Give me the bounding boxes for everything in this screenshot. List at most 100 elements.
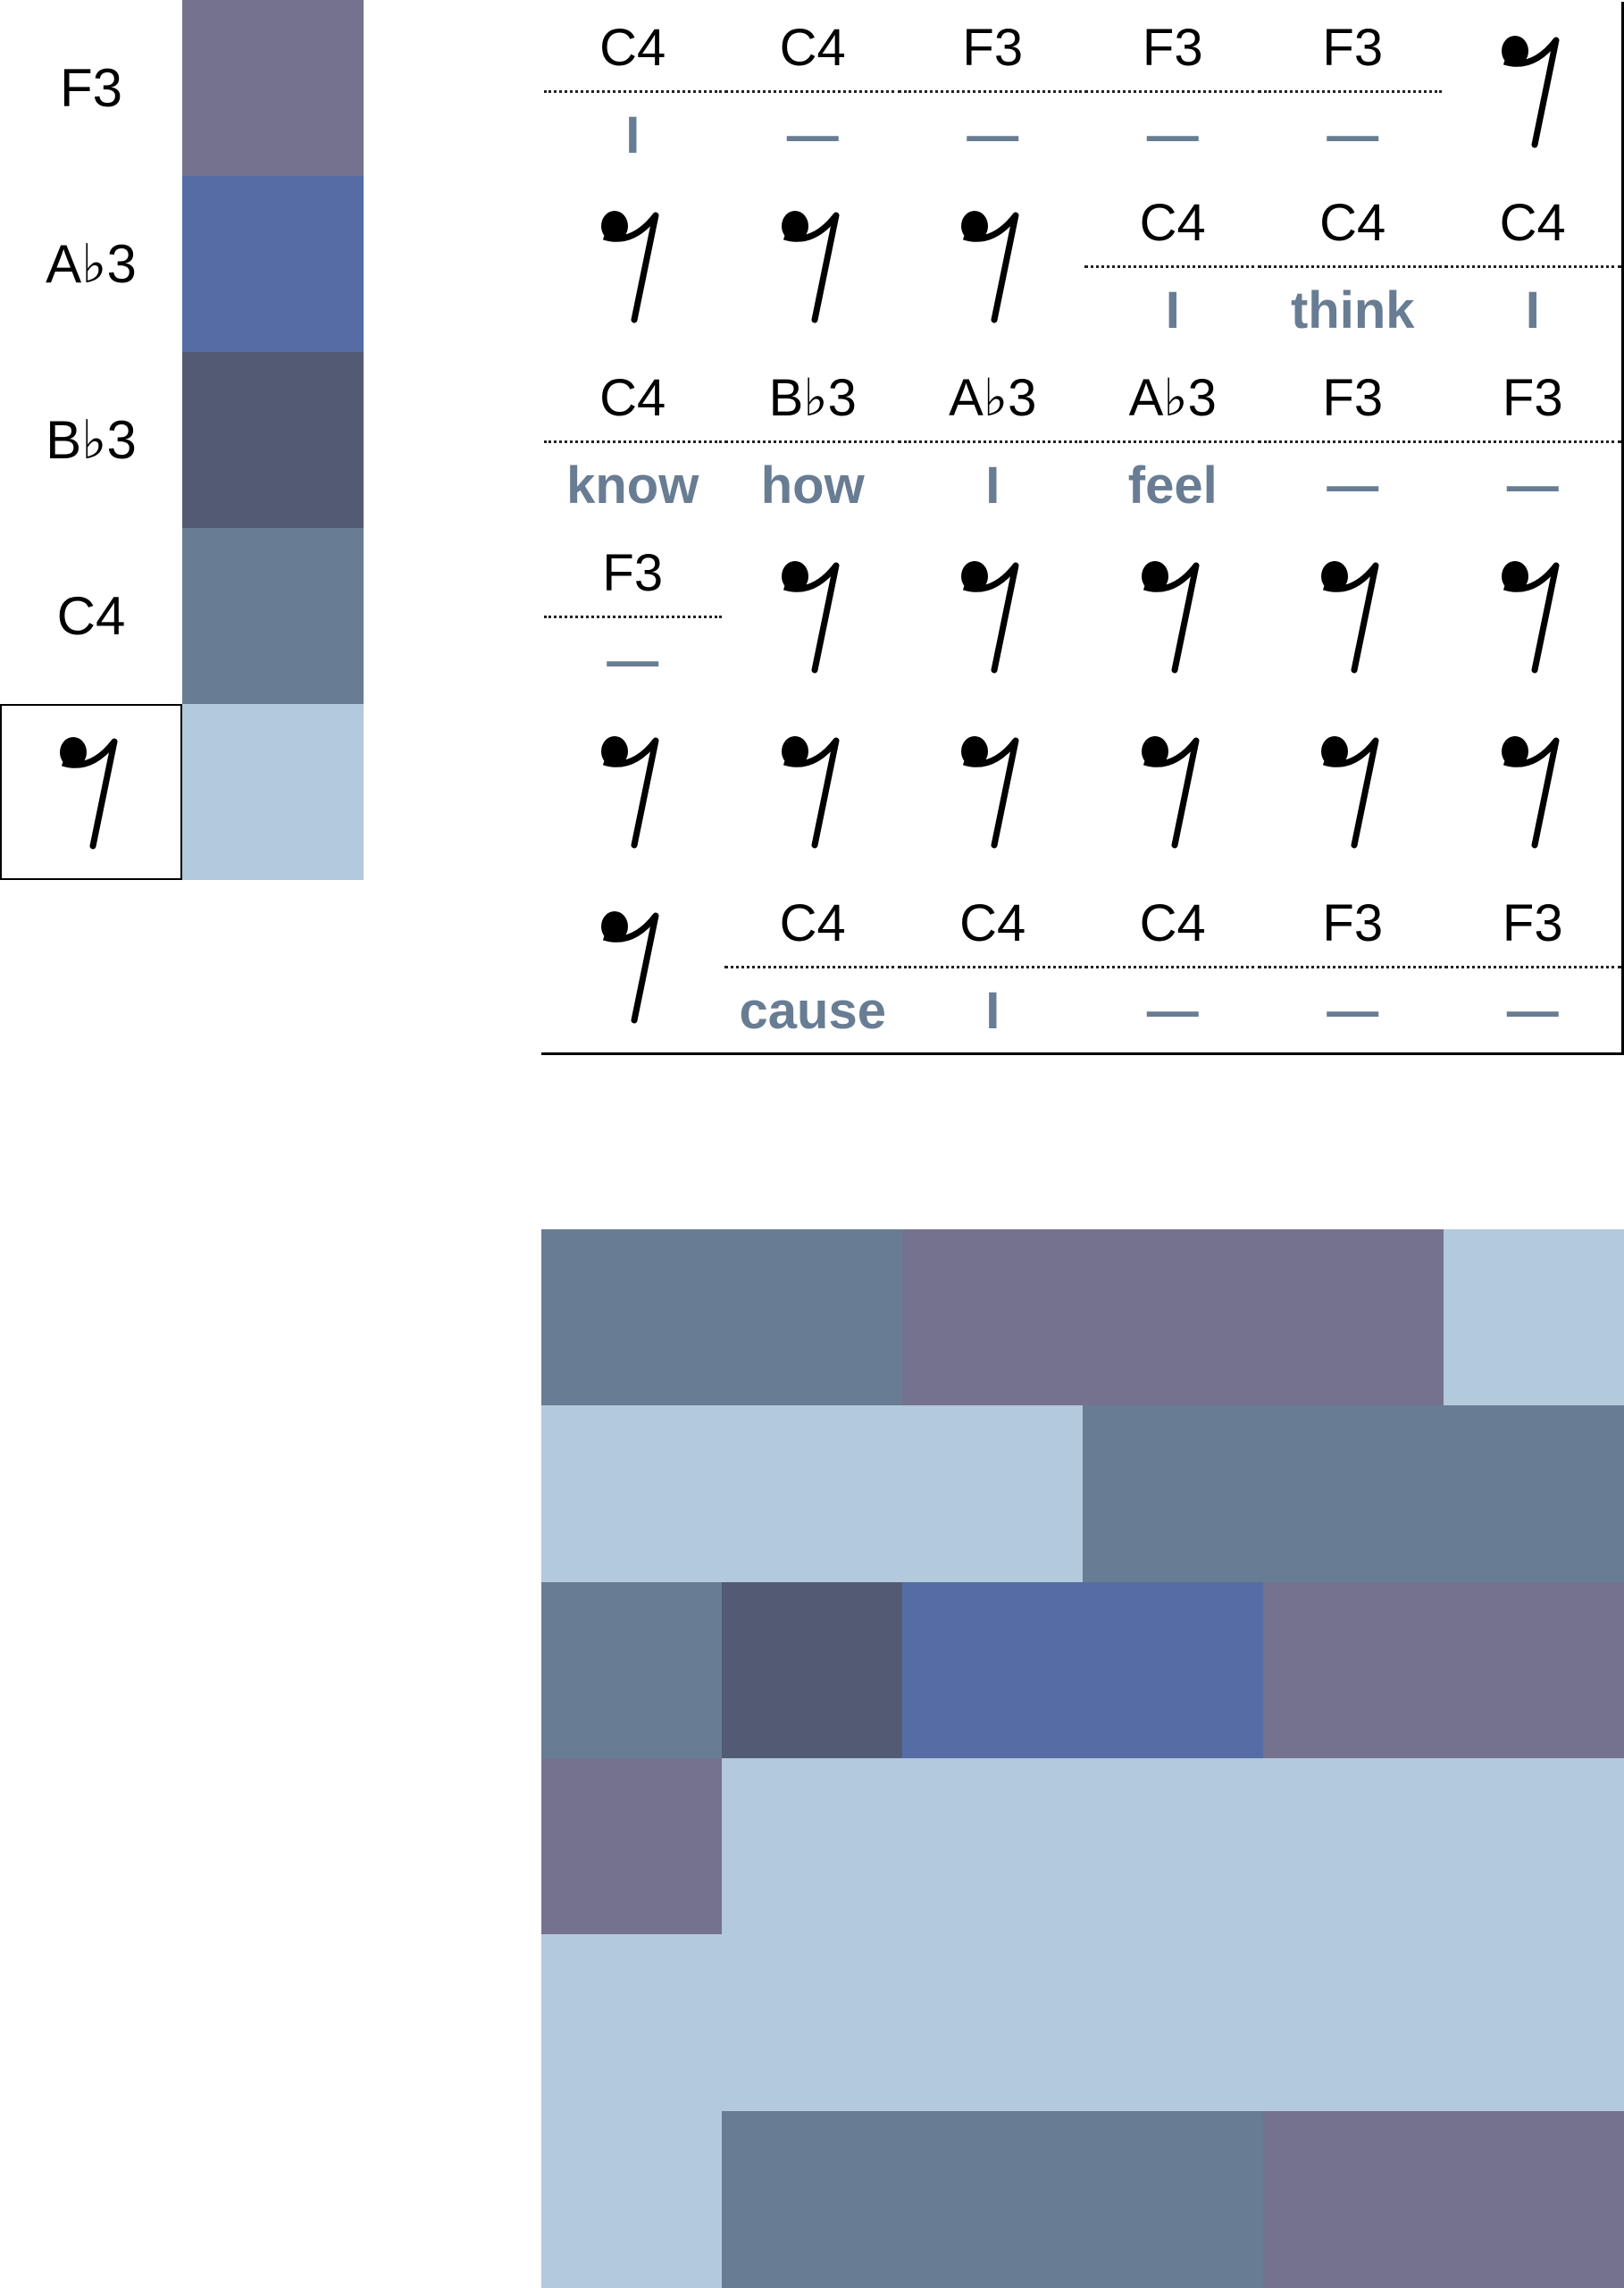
eighth-rest-icon — [1444, 530, 1622, 702]
cell-lyric: I — [1084, 268, 1262, 352]
pitch-color-block — [722, 1758, 903, 1935]
cell-pitch: C4 — [1084, 180, 1262, 268]
legend-item — [0, 704, 363, 880]
pitch-color-block — [1444, 1758, 1624, 1935]
grid-cell — [901, 527, 1084, 705]
cell-lyric: I — [1444, 268, 1622, 352]
cell-lyric: I — [544, 93, 722, 177]
cell-pitch: C4 — [544, 4, 722, 93]
cell-lyric: — — [1264, 968, 1442, 1052]
grid-cell: C4— — [1082, 877, 1265, 1055]
pitch-color-block — [541, 1405, 723, 1582]
eighth-rest-icon — [904, 530, 1082, 702]
eighth-rest-icon — [2, 706, 180, 878]
eighth-rest-icon — [724, 530, 902, 702]
grid-cell — [1442, 2, 1624, 180]
pitch-color-block — [722, 2111, 903, 2288]
cell-pitch: A♭3 — [1084, 355, 1262, 443]
eighth-rest-icon — [1084, 705, 1262, 877]
grid-cell — [1082, 527, 1265, 705]
grid-cell — [901, 702, 1084, 880]
cell-pitch: C4 — [1264, 180, 1442, 268]
pitch-color-block — [1263, 1758, 1444, 1935]
pitch-color-block — [1263, 2111, 1444, 2288]
grid-cell: F3— — [1442, 877, 1624, 1055]
cell-pitch: A♭3 — [904, 355, 1082, 443]
pitch-color-block — [902, 1934, 1084, 2111]
legend-color-swatch — [182, 0, 364, 176]
cell-lyric: know — [544, 443, 722, 527]
pitch-color-block — [1444, 1934, 1624, 2111]
pitch-color-block — [1263, 1229, 1444, 1406]
eighth-rest-icon — [544, 180, 722, 352]
cell-lyric: — — [904, 93, 1082, 177]
legend-item: C4 — [0, 528, 363, 704]
cell-pitch: C4 — [544, 355, 722, 443]
cell-pitch: F3 — [1444, 880, 1622, 968]
pitch-color-block — [902, 1229, 1084, 1406]
grid-cell — [722, 177, 905, 355]
cell-lyric: — — [1264, 443, 1442, 527]
pitch-color-block — [722, 1582, 903, 1759]
pitch-color-block — [1083, 1405, 1264, 1582]
grid-cell — [722, 527, 905, 705]
eighth-rest-icon — [1084, 530, 1262, 702]
legend-rest-box — [0, 704, 182, 880]
legend-color-swatch — [182, 176, 364, 352]
grid-cell: F3— — [1261, 352, 1444, 530]
cell-pitch: C4 — [724, 880, 902, 968]
eighth-rest-icon — [544, 705, 722, 877]
legend-pitch-label: F3 — [0, 0, 182, 176]
grid-cell — [541, 877, 724, 1055]
eighth-rest-icon — [724, 705, 902, 877]
pitch-color-block — [1083, 1934, 1264, 2111]
cell-lyric: — — [1444, 968, 1622, 1052]
cell-lyric: — — [1084, 93, 1262, 177]
cell-lyric: feel — [1084, 443, 1262, 527]
legend-pitch-label: C4 — [0, 528, 182, 704]
cell-lyric: — — [1084, 968, 1262, 1052]
grid-cell — [901, 177, 1084, 355]
cell-pitch: C4 — [1084, 880, 1262, 968]
eighth-rest-icon — [724, 180, 902, 352]
cell-lyric: — — [1264, 93, 1442, 177]
cell-pitch: F3 — [1444, 355, 1622, 443]
pitch-color-block — [1263, 1582, 1444, 1759]
pitch-color-block — [902, 1758, 1084, 1935]
grid-cell: C4— — [722, 2, 905, 180]
legend-color-swatch — [182, 528, 364, 704]
grid-cell — [541, 177, 724, 355]
cell-pitch: C4 — [904, 880, 1082, 968]
pitch-color-block — [541, 2111, 723, 2288]
pitch-color-block — [1263, 1405, 1444, 1582]
cell-pitch: F3 — [1084, 4, 1262, 93]
pitch-color-block — [1263, 1934, 1444, 2111]
cell-lyric: — — [724, 93, 902, 177]
grid-cell: F3— — [901, 2, 1084, 180]
cell-pitch: F3 — [1264, 355, 1442, 443]
grid-cell — [1442, 702, 1624, 880]
eighth-rest-icon — [1264, 705, 1442, 877]
pitch-color-block — [1444, 1582, 1624, 1759]
legend-item: F3 — [0, 0, 363, 176]
pitch-color-block — [1083, 1229, 1264, 1406]
pitch-color-block — [541, 1582, 723, 1759]
cell-pitch: F3 — [1264, 880, 1442, 968]
eighth-rest-icon — [904, 705, 1082, 877]
legend-pitch-label: A♭3 — [0, 176, 182, 352]
cell-lyric: — — [544, 618, 722, 702]
eighth-rest-icon — [1444, 705, 1622, 877]
pitch-color-block — [1444, 1405, 1624, 1582]
legend-item: A♭3 — [0, 176, 363, 352]
legend-color-swatch — [182, 352, 364, 528]
pitch-color-block — [722, 1229, 903, 1406]
cell-pitch: F3 — [544, 530, 722, 618]
cell-pitch: F3 — [1264, 4, 1442, 93]
